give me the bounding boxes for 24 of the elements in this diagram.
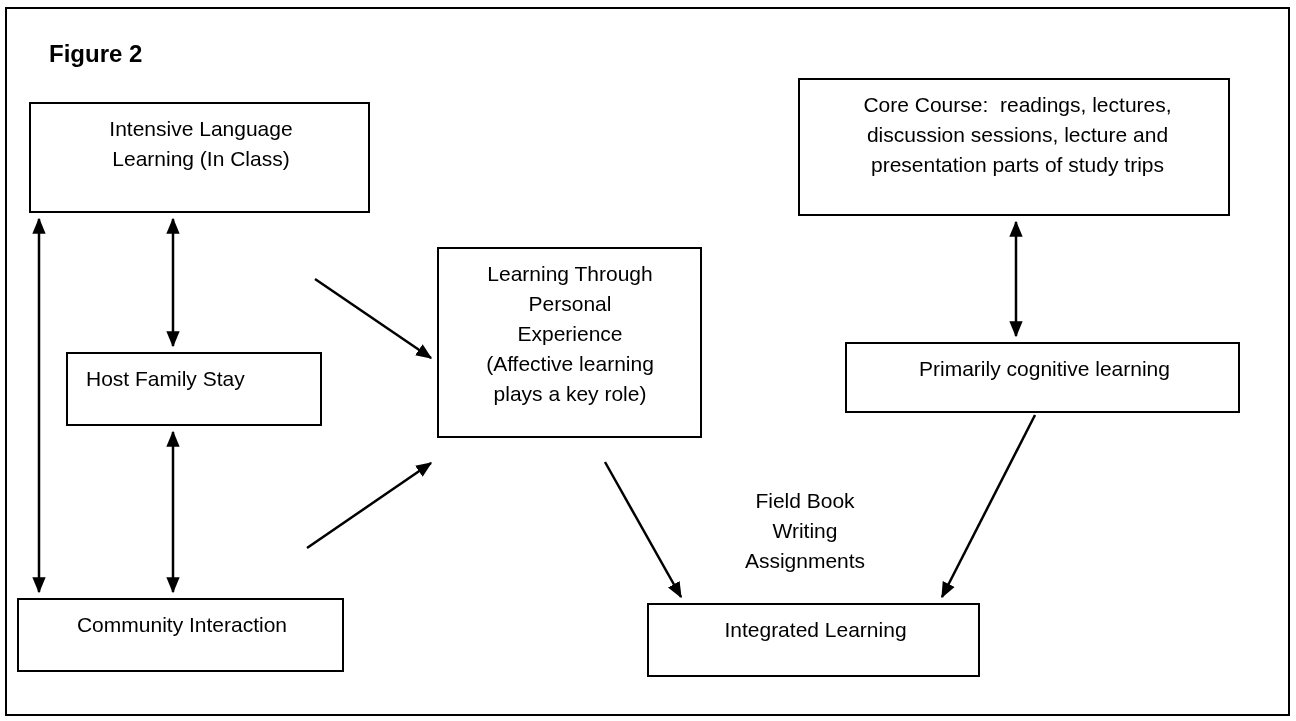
box-text: Integrated Learning <box>723 617 908 643</box>
arrow <box>940 414 1037 599</box>
process-box <box>17 598 344 672</box>
box-text: Community Interaction <box>75 612 289 638</box>
box-text: Intensive Language Learning (In Class) <box>108 116 294 172</box>
process-box <box>845 342 1240 413</box>
process-box <box>647 603 980 677</box>
process-box <box>437 247 702 438</box>
box-text: Host Family Stay <box>86 366 246 392</box>
arrow <box>314 277 433 360</box>
arrow <box>166 430 180 594</box>
arrow <box>166 217 180 348</box>
box-text: Primarily cognitive learning <box>918 356 1171 382</box>
arrow <box>306 461 433 550</box>
box-text: Learning Through Personal Experience (Affective learning plays a key role) <box>485 261 655 407</box>
annotation-text: Field Book Writing Assignments <box>743 488 867 574</box>
process-box <box>29 102 370 213</box>
process-box <box>798 78 1230 216</box>
figure-title: Figure 2 <box>49 40 143 68</box>
arrow <box>603 461 683 599</box>
process-box <box>66 352 322 426</box>
box-text: Core Course: readings, lectures, discussion sessions, lecture and presentation parts of study trips <box>862 92 1173 178</box>
arrow <box>32 217 46 594</box>
arrow <box>1009 220 1023 338</box>
